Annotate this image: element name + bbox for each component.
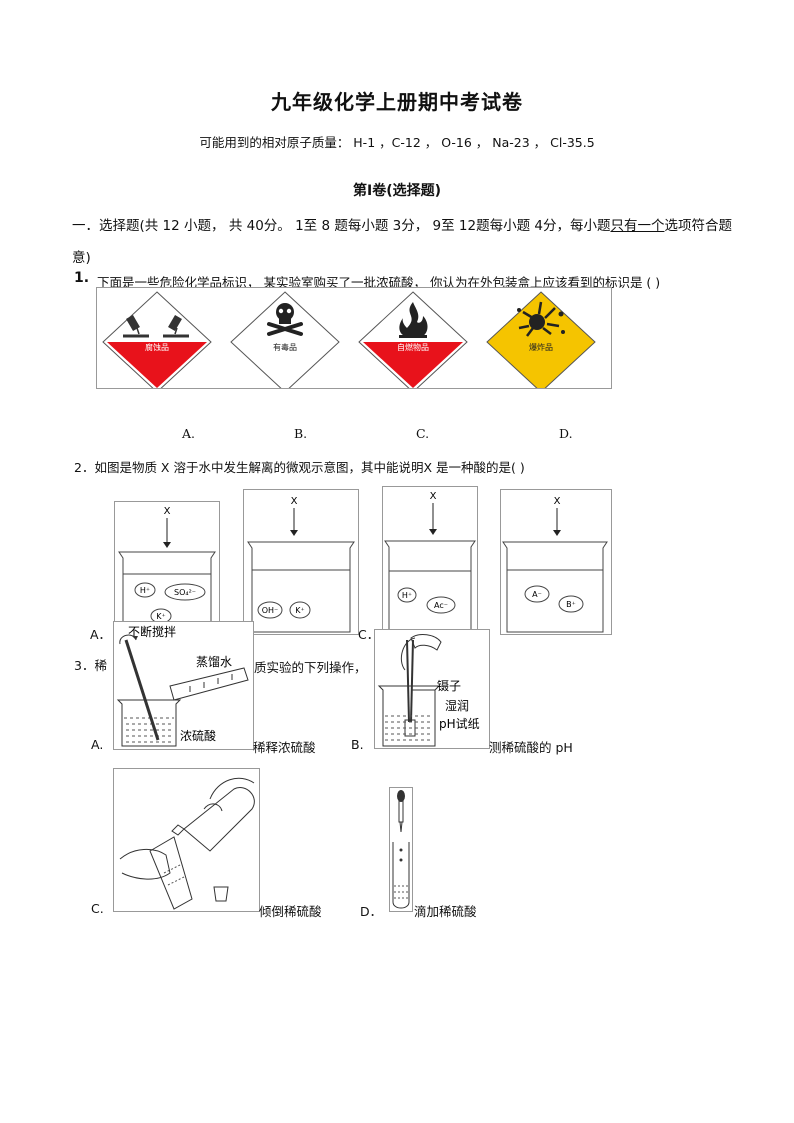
ion-h-plus: H⁺ [402,591,412,600]
x-label: X [164,506,171,517]
toxic-sign: 有毒品 [230,291,340,393]
sign-label-flammable: 自燃物品 [397,342,429,352]
label-distilled-water: 蒸馏水 [196,655,232,669]
q2-text: 2．如图是物质 X 溶于水中发生解离的微观示意图，其中能说明X 是一种酸的是( … [74,460,525,475]
svg-text:X: X [291,496,298,507]
beaker-b: X OH⁻ K⁺ [243,489,359,635]
q3-caption-c: 倾倒稀硫酸 [259,904,322,919]
q1-option-a[interactable]: A. [182,426,196,441]
figure-drop-acid [389,787,413,912]
sign-label-explosive: 爆炸品 [529,342,553,352]
section-title: 第Ⅰ卷(选择题) [352,183,441,199]
ion-h-plus: H⁺ [140,586,150,595]
sign-label-toxic: 有毒品 [273,342,297,352]
page-title: 九年级化学上册期中考试卷 [271,90,523,114]
label-conc-acid: 浓硫酸 [180,728,216,743]
beaker-a: X H⁺ SO₄²⁻ K⁺ [114,501,220,633]
q3-text-end: 质实验的下列操作， [254,660,367,675]
q1-option-d[interactable]: D. [559,426,573,441]
q3-option-c[interactable]: C. [91,901,104,916]
label-stir: 不断搅拌 [128,624,176,639]
q1-text: 下面是一些危险化学品标识， 某实验室购买了一批浓硫酸， 你认为在外包装盒上应该看… [97,275,661,290]
ion-oh-minus: OH⁻ [262,606,279,615]
atomic-masses: 可能用到的相对原子质量： H-1 ，C-12 ， O-16 ， Na-23 ， … [199,135,595,150]
corrosive-sign: 腐蚀品 [102,291,212,393]
sign-label-corrosive: 腐蚀品 [145,342,169,352]
q3-option-a[interactable]: A. [91,737,104,752]
hazard-signs-panel: 腐蚀品 有毒品 自燃物品 爆炸品 [96,287,612,393]
ion-a-minus: A⁻ [532,590,542,599]
q1-option-b[interactable]: B. [294,426,308,441]
label-ph-paper: pH试纸 [439,716,480,731]
label-tweezers: 镊子 [437,679,461,693]
ion-sulfate: SO₄²⁻ [174,588,196,597]
q3-caption-a: 稀释浓硫酸 [253,740,316,755]
q1-option-c[interactable]: C. [416,426,430,441]
q3-option-b[interactable]: B. [351,737,364,752]
beaker-c: X H⁺ Ac⁻ [382,486,478,636]
figure-measure-ph: 镊子 湿润 pH试纸 [374,629,490,749]
svg-text:X: X [430,491,437,502]
q2-option-c[interactable]: C． [358,627,380,642]
q3-caption-b: 测稀硫酸的 pH [489,740,573,755]
q3-option-d[interactable]: D． [360,904,383,919]
label-wet: 湿润 [445,698,469,713]
ion-acetate: Ac⁻ [434,601,448,610]
q3-text-start: 3．稀 [74,658,107,673]
beaker-d: X A⁻ B⁺ [500,489,612,635]
ion-b-plus: B⁺ [566,600,576,609]
q1-number: 1. [74,270,90,286]
ion-k-plus: K⁺ [295,606,304,615]
ion-k-plus: K⁺ [156,612,165,621]
svg-text:X: X [554,496,561,507]
q2-option-a[interactable]: A． [90,627,112,642]
figure-dilute-acid: 不断搅拌 蒸馏水 浓硫酸 [113,621,254,750]
figure-pour-acid [113,768,260,912]
explosive-sign: 爆炸品 [486,291,596,393]
section-description: 一．选择题(共 12 小题， 共 40分。 1至 8 题每小题 3分， 9至 1… [72,218,732,266]
q3-caption-d: 滴加稀硫酸 [414,904,477,919]
flammable-sign: 自燃物品 [358,291,468,393]
